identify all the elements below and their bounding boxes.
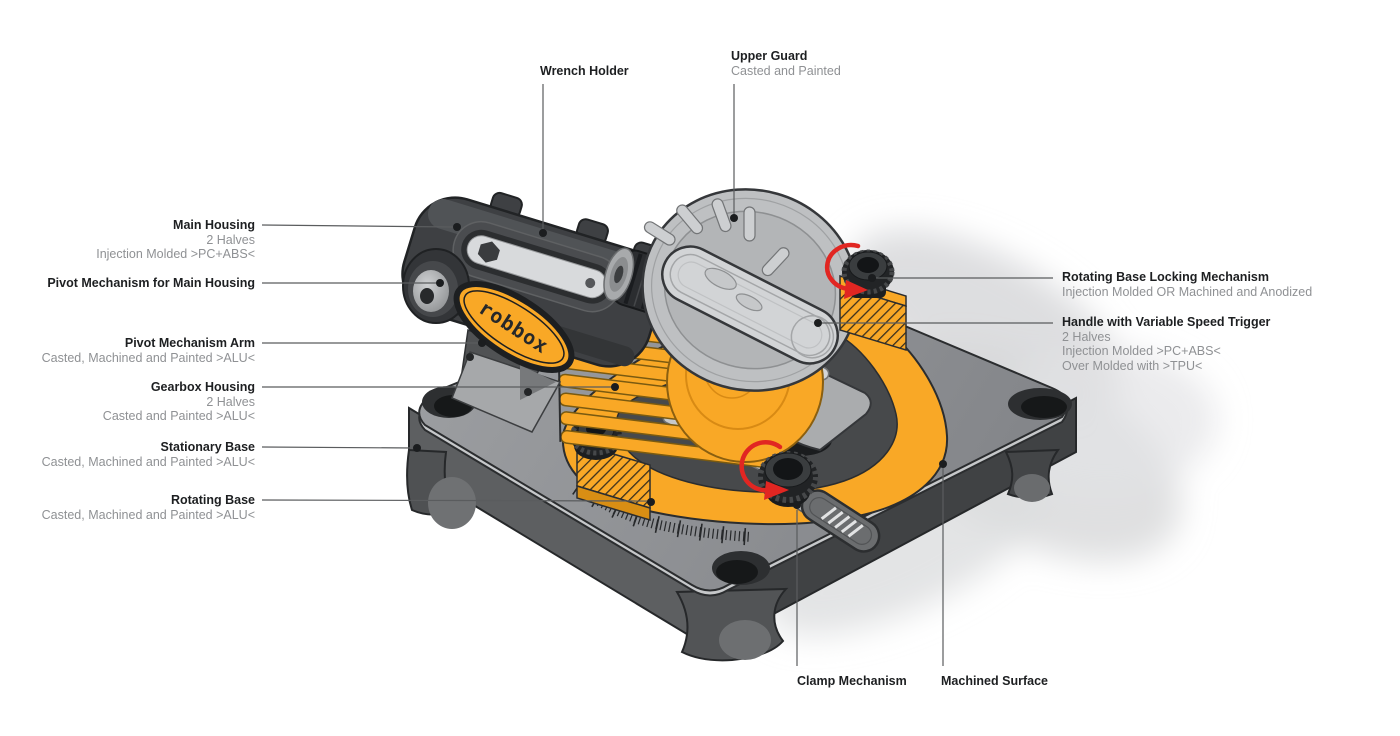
locking-knob: [841, 249, 895, 298]
base-front-foot-arch: [719, 620, 771, 660]
callout-title: Rotating Base: [170, 493, 255, 507]
callout-machined-surface: Machined Surface: [941, 674, 1048, 689]
callout-clamp-mechanism: Clamp Mechanism: [797, 674, 907, 689]
callout-stationary-base: Stationary Base Casted, Machined and Pai…: [42, 440, 255, 469]
callout-detail: Injection Molded >PC+ABS<: [96, 247, 255, 262]
base-right-foot-arch: [1014, 474, 1050, 502]
callout-detail: Casted, Machined and Painted >ALU<: [41, 454, 255, 469]
callout-detail: 2 Halves: [206, 232, 255, 247]
callout-main-housing: Main Housing 2 Halves Injection Molded >…: [96, 218, 255, 262]
callout-title: Stationary Base: [160, 440, 255, 454]
pivot-mechanism-arm: [451, 328, 562, 433]
base-left-foot-arch: [428, 477, 476, 529]
handle-with-trigger: [661, 245, 839, 365]
callout-detail: Injection Molded >PC+ABS<: [1062, 344, 1221, 359]
callout-handle-variable-speed-trigger: Handle with Variable Speed Trigger 2 Hal…: [1062, 315, 1270, 373]
callout-detail: Casted, Machined and Painted >ALU<: [41, 507, 255, 522]
callout-pivot-mechanism-main-housing: Pivot Mechanism for Main Housing: [47, 276, 255, 291]
callout-detail: 2 Halves: [1062, 329, 1111, 344]
callout-detail: Over Molded with >TPU<: [1062, 358, 1203, 373]
callout-detail: Injection Molded OR Machined and Anodize…: [1062, 284, 1313, 299]
callout-detail: 2 Halves: [206, 394, 255, 409]
callout-detail: Casted and Painted >ALU<: [102, 409, 255, 424]
callout-dots: [413, 214, 947, 509]
rotation-arrow-icon: [824, 242, 868, 299]
callout-upper-guard: Upper Guard Casted and Painted: [731, 49, 841, 78]
callout-title: Pivot Mechanism Arm: [124, 336, 255, 350]
callout-pivot-mechanism-arm: Pivot Mechanism Arm Casted, Machined and…: [42, 336, 255, 365]
callout-title: Pivot Mechanism for Main Housing: [47, 276, 255, 290]
trigger-recess: [735, 293, 763, 312]
callout-title: Main Housing: [173, 218, 255, 232]
wrench-hex-hole: [477, 241, 500, 263]
rotation-arrow-icon: [739, 439, 789, 500]
callout-title: Handle with Variable Speed Trigger: [1062, 315, 1271, 329]
callout-gearbox-housing: Gearbox Housing 2 Halves Casted and Pain…: [103, 380, 255, 424]
callout-title: Upper Guard: [731, 49, 808, 63]
callout-title: Gearbox Housing: [150, 380, 255, 394]
callout-rotating-base: Rotating Base Casted, Machined and Paint…: [42, 493, 255, 522]
callout-detail: Casted, Machined and Painted >ALU<: [41, 350, 255, 365]
callout-title: Rotating Base Locking Mechanism: [1062, 270, 1269, 284]
trigger-recess: [704, 267, 737, 290]
clamp-knob: [757, 451, 819, 507]
callout-title: Wrench Holder: [540, 64, 629, 78]
callout-rotating-base-locking-mechanism: Rotating Base Locking Mechanism Injectio…: [1062, 270, 1312, 299]
callout-detail: Casted and Painted: [731, 63, 841, 78]
leader-lines: [261, 84, 1053, 666]
callout-wrench-holder: Wrench Holder: [540, 64, 629, 79]
guard-vent-slots: [643, 198, 790, 277]
callout-title: Clamp Mechanism: [797, 674, 907, 688]
callout-title: Machined Surface: [941, 674, 1048, 688]
clamp-lever: [800, 489, 881, 553]
